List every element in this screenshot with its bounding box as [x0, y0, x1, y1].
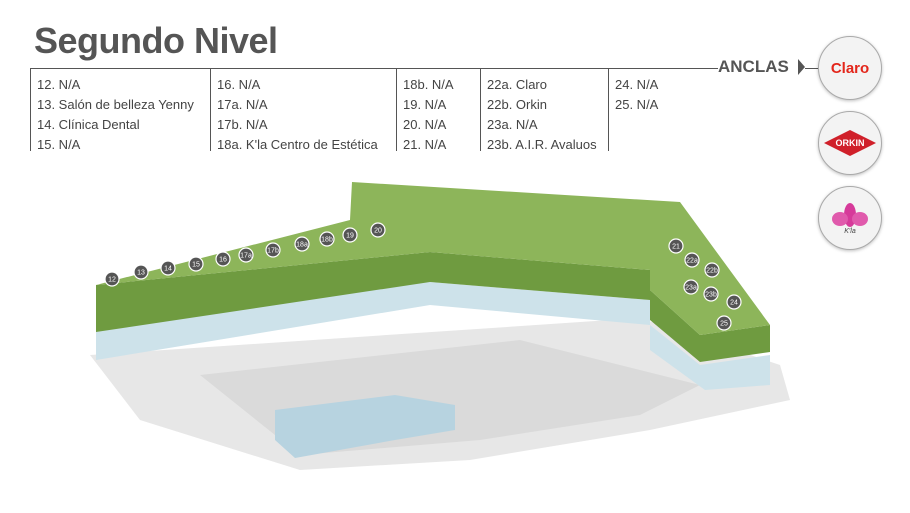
arrow-right-icon [798, 59, 805, 75]
kla-logo-text: K'la [844, 227, 856, 235]
legend-item: 17b. N/A [217, 117, 268, 132]
marker-label: 17a [240, 253, 252, 260]
legend-item: 22b. Orkin [487, 97, 547, 112]
store-marker-13[interactable]: 13 [133, 264, 149, 280]
marker-label: 20 [374, 228, 382, 235]
legend-item: 14. Clínica Dental [37, 117, 140, 132]
marker-circle [668, 238, 684, 254]
store-marker-17a[interactable]: 17a [238, 247, 254, 263]
orkin-logo[interactable]: ORKIN [818, 111, 882, 175]
lotus-flower-icon [832, 203, 868, 227]
store-markers: 12 13 14 15 16 17a 17b 18a 18b 19 20 21 22a 22b 23a 23b… [104, 222, 742, 331]
legend-item: 23a. N/A [487, 117, 538, 132]
legend-column-2: 16. N/A 17a. N/A 17b. N/A 18a. K'la Cent… [210, 69, 396, 152]
marker-label: 18a [296, 242, 308, 249]
marker-circle [703, 286, 719, 302]
marker-label: 18b [321, 237, 333, 244]
store-marker-20[interactable]: 20 [370, 222, 386, 238]
claro-logo-text: Claro [830, 59, 870, 77]
legend-item: 25. N/A [615, 97, 659, 112]
marker-circle [215, 251, 231, 267]
store-marker-22b[interactable]: 22b [704, 262, 720, 278]
store-marker-23a[interactable]: 23a [683, 279, 699, 295]
legend-column-1: 12. N/A 13. Salón de belleza Yenny 14. C… [30, 69, 210, 152]
kla-logo[interactable]: K'la [818, 186, 882, 250]
legend-column-3: 18b. N/A 19. N/A 20. N/A 21. N/A [396, 69, 480, 152]
marker-label: 16 [219, 257, 227, 264]
divider [710, 68, 718, 69]
store-legend: 12. N/A 13. Salón de belleza Yenny 14. C… [30, 68, 710, 152]
marker-circle [716, 315, 732, 331]
marker-circle [726, 294, 742, 310]
marker-label: 14 [164, 266, 172, 273]
legend-item: 19. N/A [403, 97, 447, 112]
divider [805, 68, 819, 69]
marker-label: 23b [705, 292, 717, 299]
marker-circle [370, 222, 386, 238]
legend-item: 18a. K'la Centro de Estética [217, 137, 378, 152]
legend-item: 17a. N/A [217, 97, 268, 112]
claro-logo[interactable]: Claro [818, 36, 882, 100]
store-marker-22a[interactable]: 22a [684, 252, 700, 268]
store-marker-18b[interactable]: 18b [319, 231, 335, 247]
page-title: Segundo Nivel [34, 20, 278, 61]
legend-item: 13. Salón de belleza Yenny [37, 97, 194, 112]
marker-label: 23a [685, 285, 697, 292]
legend-column-4: 22a. Claro 22b. Orkin 23a. N/A 23b. A.I.… [480, 69, 608, 152]
store-marker-24[interactable]: 24 [726, 294, 742, 310]
marker-circle [342, 227, 358, 243]
orkin-logo-text: ORKIN [835, 138, 865, 148]
store-marker-18a[interactable]: 18a [294, 236, 310, 252]
store-marker-19[interactable]: 19 [342, 227, 358, 243]
marker-label: 24 [730, 300, 738, 307]
anchors-label: ANCLAS [718, 57, 789, 76]
marker-label: 22a [686, 258, 698, 265]
store-marker-23b[interactable]: 23b [703, 286, 719, 302]
legend-item: 20. N/A [403, 117, 447, 132]
marker-label: 17b [267, 248, 279, 255]
building-sides [96, 252, 770, 362]
marker-circle [684, 252, 700, 268]
marker-circle [265, 242, 281, 258]
legend-item: 22a. Claro [487, 77, 547, 92]
marker-circle [160, 260, 176, 276]
legend-item: 18b. N/A [403, 77, 454, 92]
store-marker-25[interactable]: 25 [716, 315, 732, 331]
marker-circle [104, 271, 120, 287]
store-marker-14[interactable]: 14 [160, 260, 176, 276]
marker-circle [294, 236, 310, 252]
store-marker-17b[interactable]: 17b [265, 242, 281, 258]
marker-label: 21 [672, 244, 680, 251]
marker-label: 22b [706, 268, 718, 275]
legend-item: 15. N/A [37, 137, 81, 152]
legend-item: 24. N/A [615, 77, 659, 92]
marker-label: 25 [720, 321, 728, 328]
marker-label: 15 [192, 262, 200, 269]
legend-item: 16. N/A [217, 77, 261, 92]
marker-circle [319, 231, 335, 247]
marker-circle [238, 247, 254, 263]
marker-circle [188, 256, 204, 272]
store-marker-16[interactable]: 16 [215, 251, 231, 267]
marker-circle [683, 279, 699, 295]
legend-column-5: 24. N/A 25. N/A [608, 69, 710, 151]
legend-item: 12. N/A [37, 77, 81, 92]
marker-circle [133, 264, 149, 280]
orkin-diamond-icon [824, 130, 876, 156]
store-marker-21[interactable]: 21 [668, 238, 684, 254]
marker-label: 12 [108, 277, 116, 284]
legend-item: 23b. A.I.R. Avaluos [487, 137, 597, 152]
building-roofs [96, 182, 770, 335]
store-marker-12[interactable]: 12 [104, 271, 120, 287]
legend-item: 21. N/A [403, 137, 447, 152]
marker-label: 19 [346, 233, 354, 240]
marker-circle [704, 262, 720, 278]
store-marker-15[interactable]: 15 [188, 256, 204, 272]
marker-label: 13 [137, 270, 145, 277]
